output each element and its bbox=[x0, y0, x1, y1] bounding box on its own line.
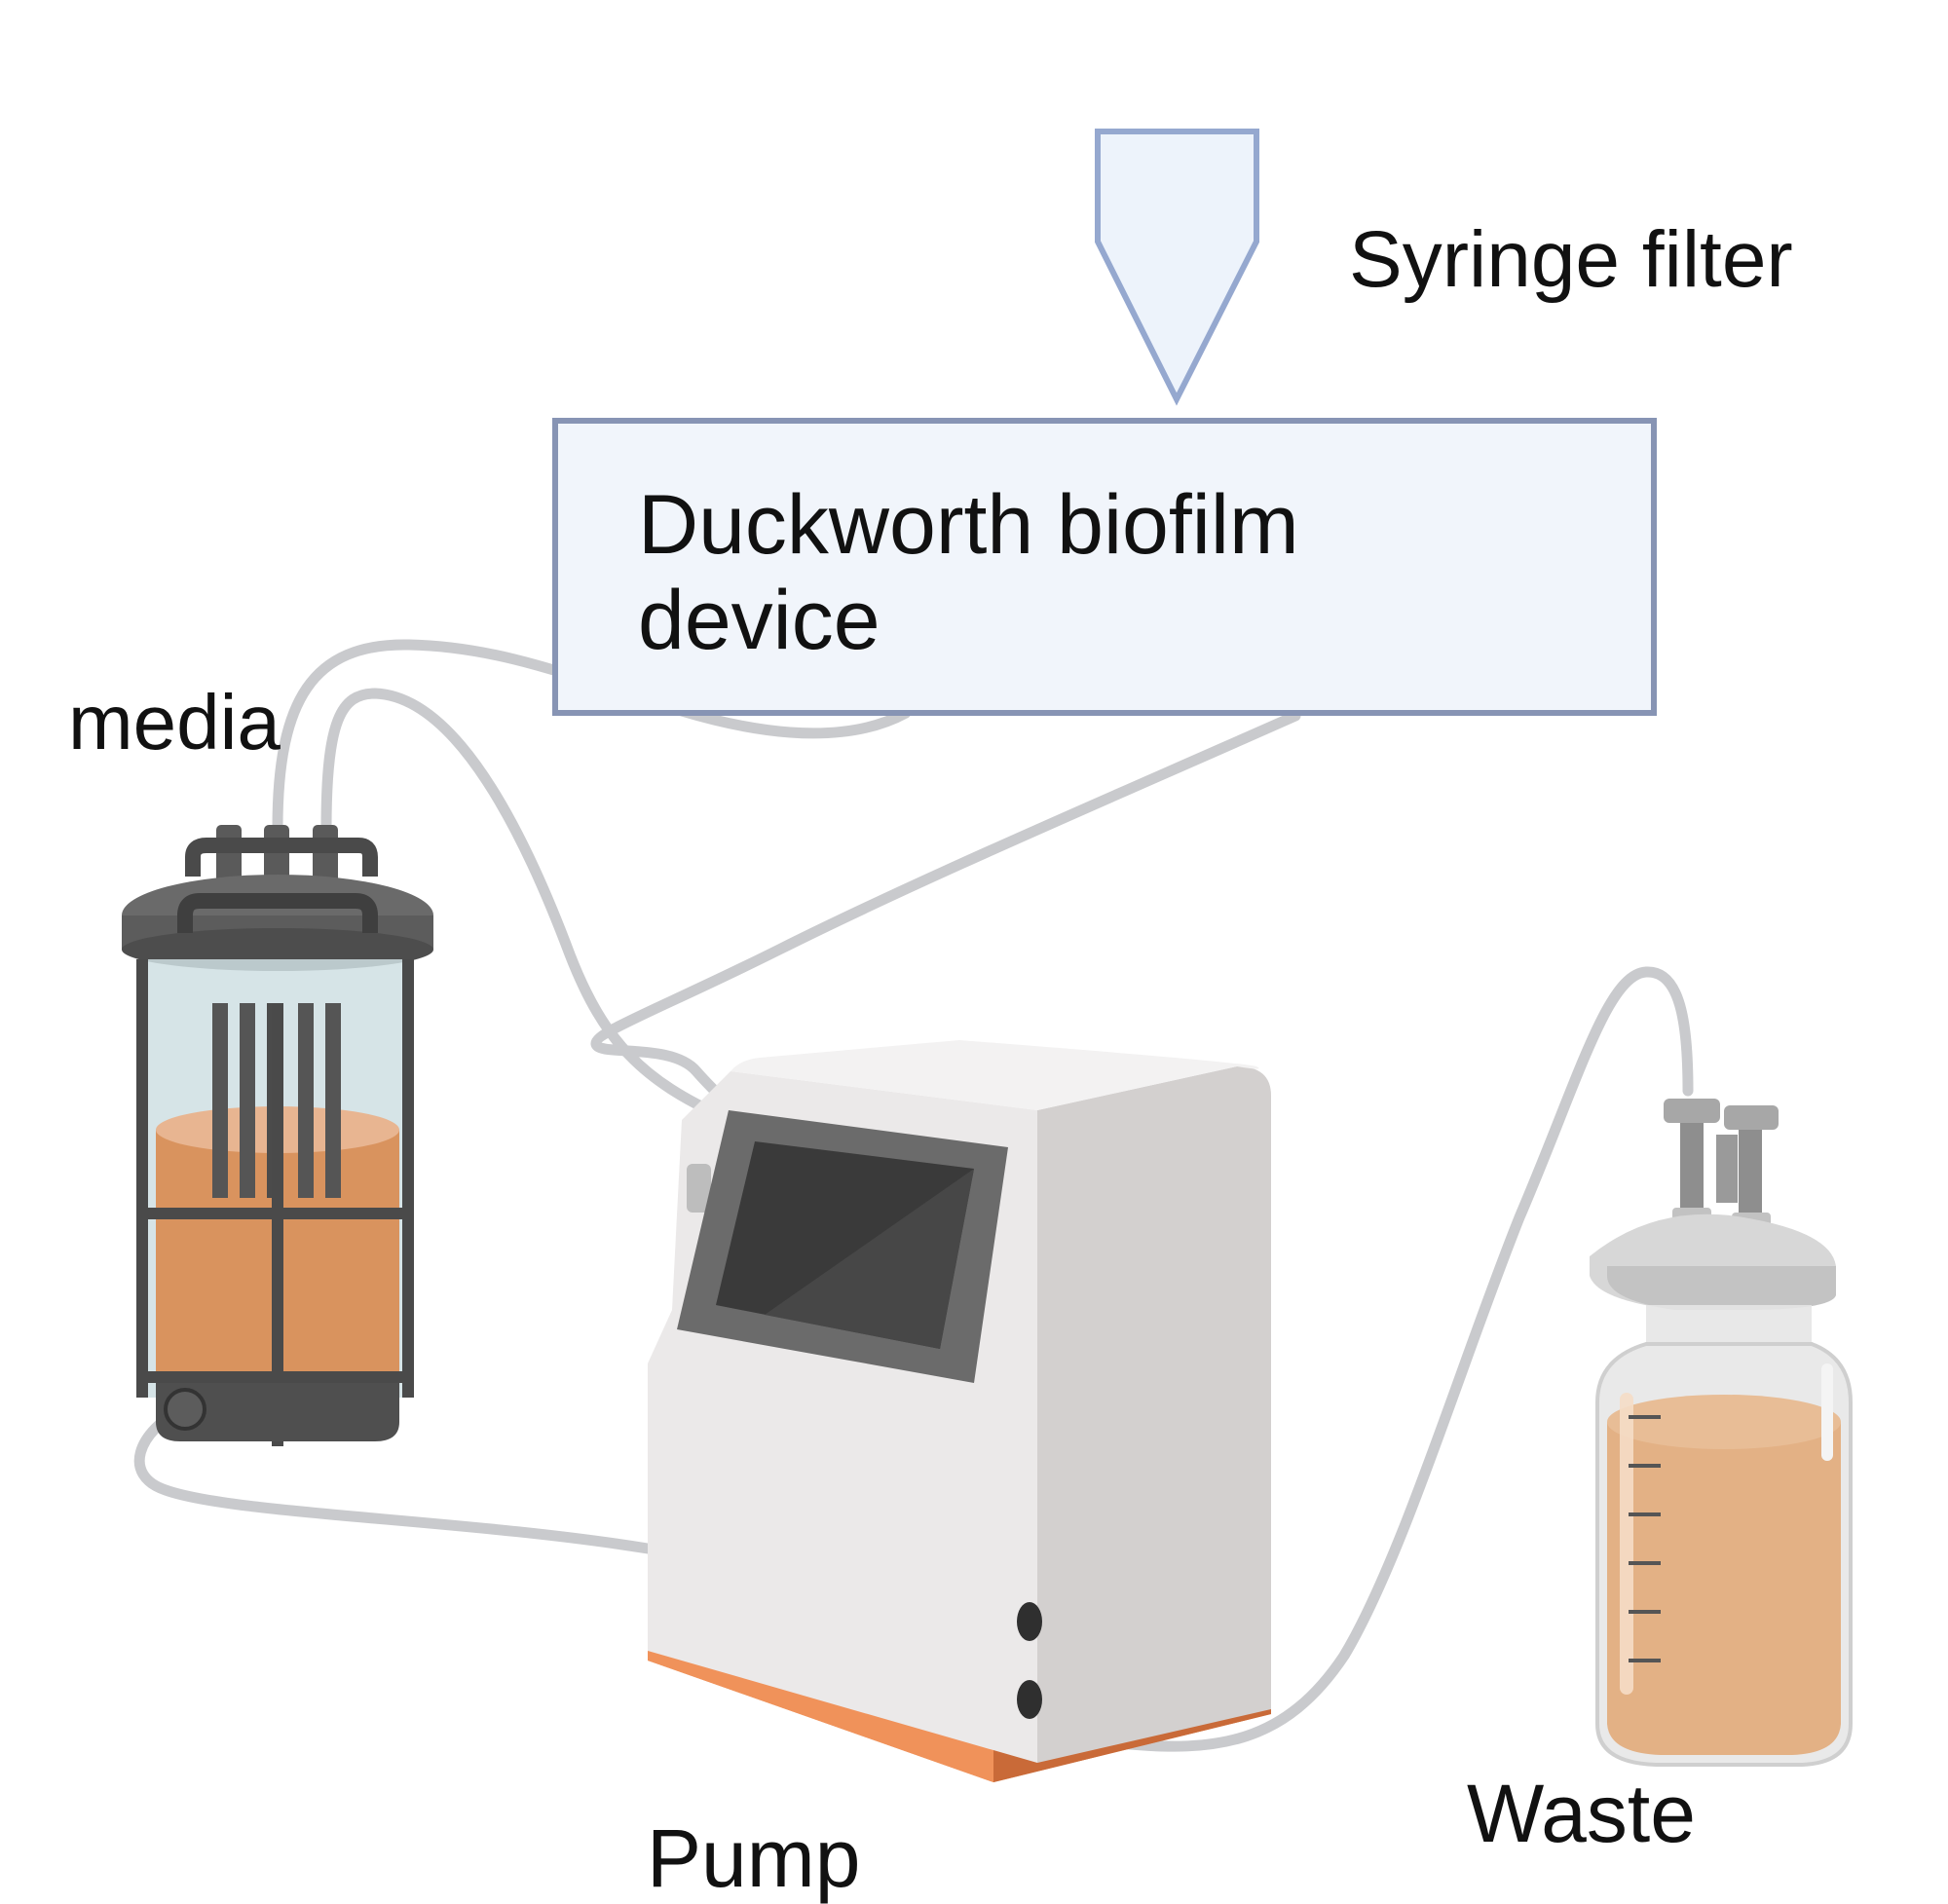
tube-pump-to-waste bbox=[1114, 966, 1694, 1752]
media-reactor-icon bbox=[122, 825, 433, 1446]
tube-reactor-to-pump bbox=[133, 1401, 654, 1554]
tube-device-to-pump bbox=[590, 710, 1301, 1114]
waste-bottle-icon bbox=[1590, 1099, 1853, 1767]
syringe-filter-label: Syringe filter bbox=[1349, 215, 1793, 304]
device-box bbox=[552, 418, 1657, 716]
pump-icon bbox=[648, 1040, 1271, 1782]
device-label: Duckworth biofilm device bbox=[638, 478, 1299, 667]
media-label: media bbox=[68, 679, 281, 765]
pump-label: Pump bbox=[647, 1812, 861, 1904]
tubing bbox=[133, 639, 1694, 1752]
waste-label: Waste bbox=[1467, 1768, 1696, 1859]
syringe-filter-icon bbox=[1095, 129, 1259, 406]
syringe-filter-body bbox=[1095, 129, 1259, 406]
tube-media-to-device-1 bbox=[272, 639, 912, 834]
